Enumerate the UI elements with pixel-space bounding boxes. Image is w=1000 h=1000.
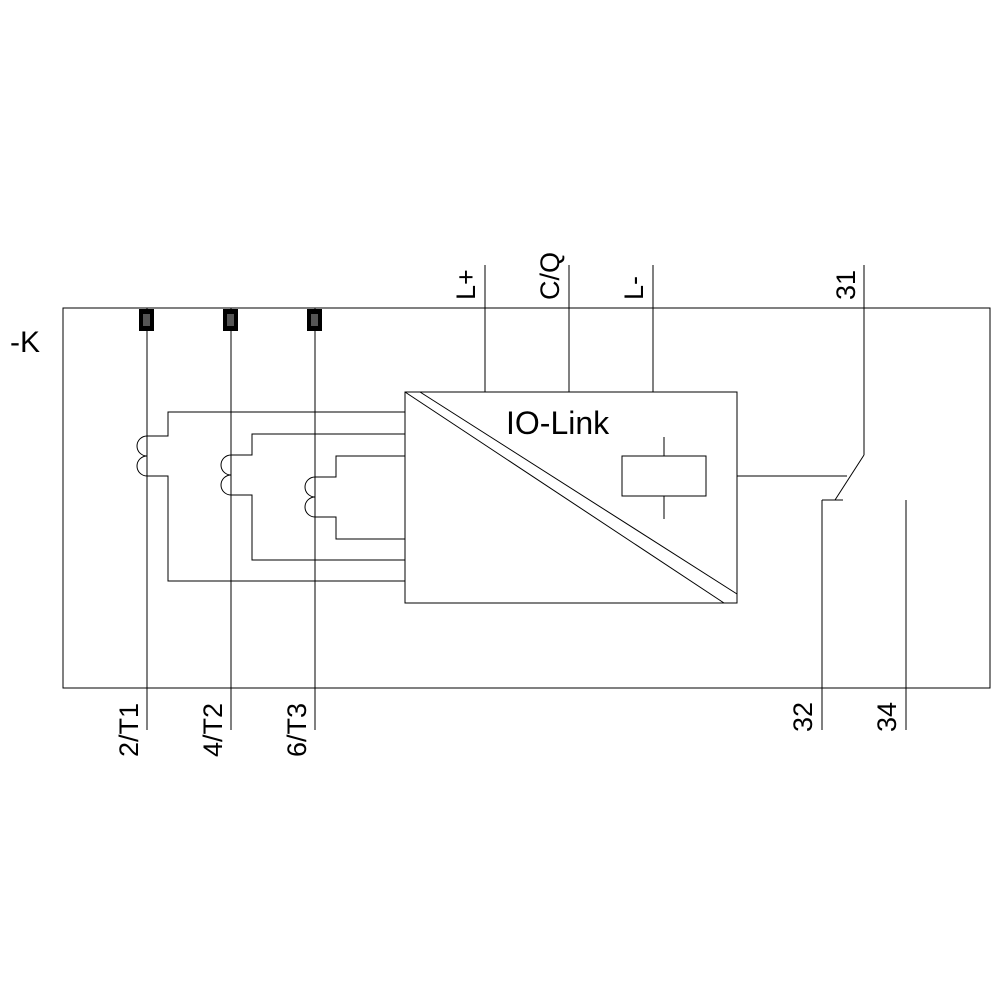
io-link-module: IO-Link: [404, 391, 738, 604]
terminal-label-l-plus: L+: [451, 269, 481, 300]
coil-3-icon: [304, 476, 316, 518]
terminal-label-l-minus: L-: [619, 276, 649, 300]
phase-terminals: [139, 309, 322, 331]
coil-2-icon: [220, 454, 232, 496]
phase-conductors: [146, 308, 316, 730]
coil-1-icon: [136, 435, 148, 477]
terminal-label-4-t2: 4/T2: [198, 703, 228, 757]
terminal-label-6-t3: 6/T3: [282, 703, 312, 757]
relay-coil-icon: [621, 455, 707, 497]
current-transformer-coils: [136, 435, 316, 518]
supply-conductors: [484, 265, 654, 392]
terminal-label-34: 34: [872, 702, 902, 732]
terminal-label-2-t1: 2/T1: [114, 703, 144, 757]
auxiliary-contact: [737, 265, 907, 730]
terminal-label-31: 31: [831, 270, 861, 300]
device-enclosure: [62, 307, 991, 689]
device-designator: -K: [10, 326, 40, 359]
terminal-label-32: 32: [788, 702, 818, 732]
io-link-module-box: [404, 391, 738, 604]
changeover-contact-icon: [834, 454, 865, 501]
io-link-label: IO-Link: [506, 405, 610, 441]
terminal-label-cq: C/Q: [535, 252, 565, 300]
measuring-leads: [147, 411, 405, 582]
